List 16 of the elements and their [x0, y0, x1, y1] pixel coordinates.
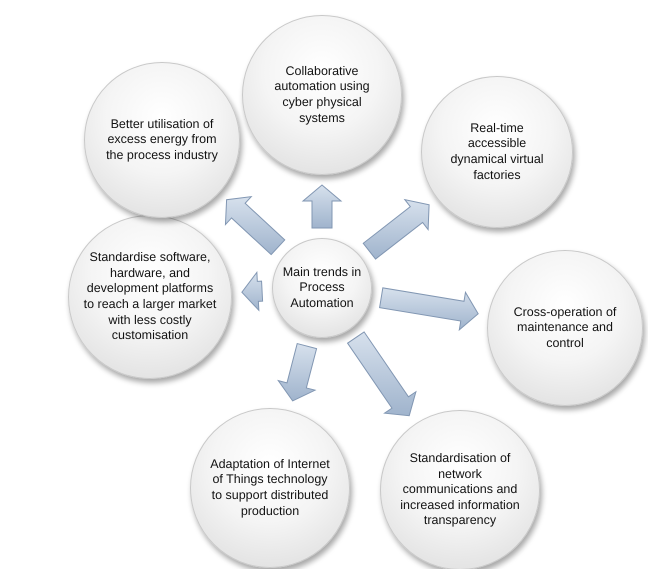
circle-node	[272, 238, 372, 338]
block-arrow	[224, 196, 286, 256]
block-arrow	[241, 271, 264, 312]
node-text: Cross-operation of maintenance and control	[512, 304, 618, 352]
node-text: Better utilisation of excess energy from the process industry	[105, 116, 219, 164]
block-arrow	[277, 342, 318, 402]
node-text: Adaptation of Internet of Things technology to support distributed production	[209, 456, 331, 520]
block-arrow	[362, 198, 430, 260]
block-arrow	[346, 331, 417, 416]
block-arrow	[302, 184, 342, 228]
node-text: Real-time accessible dynamical virtual factories	[449, 120, 545, 184]
block-arrow	[379, 287, 479, 332]
node-text: Main trends in Process Automation	[282, 264, 362, 312]
node-text: Standardise software, hardware, and development platforms to reach a larger market with less costly customisation	[83, 250, 217, 344]
node-text: Collaborative automation using cyber physical systems	[273, 64, 371, 126]
node-text: Standardisation of network communications and increased information transparency	[399, 450, 521, 530]
